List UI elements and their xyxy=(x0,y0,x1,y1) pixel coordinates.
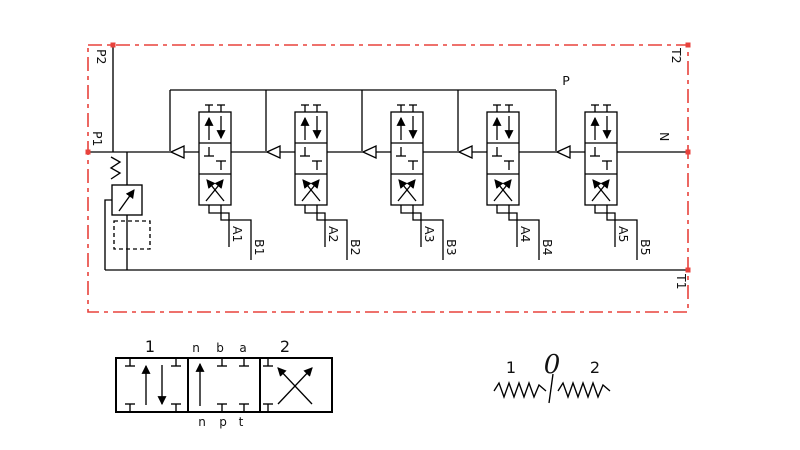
junction-marker-p1 xyxy=(85,149,91,155)
spring-right-icon xyxy=(557,380,611,400)
work-port-label-a2: A2 xyxy=(326,226,341,243)
spool-cell-neutral xyxy=(195,358,249,412)
spring-position-2-label: 2 xyxy=(590,358,600,377)
port-label-t2: T2 xyxy=(669,47,684,64)
work-port-label-b2: B2 xyxy=(348,239,363,256)
work-port-label-b1: B1 xyxy=(252,239,267,256)
spool-bottom-port-t-label: t xyxy=(239,415,244,429)
port-label-p: P xyxy=(562,73,570,88)
work-port-label-a1: A1 xyxy=(230,226,245,243)
spring-left-icon xyxy=(493,380,547,400)
port-label-p2: P2 xyxy=(94,49,109,65)
spring-position-1-label: 1 xyxy=(506,358,516,377)
work-port-label-b4: B4 xyxy=(540,239,555,256)
work-port-label-a5: A5 xyxy=(616,226,631,243)
port-label-n: N xyxy=(657,132,672,141)
spool-bottom-port-n-label: n xyxy=(198,415,206,429)
spring-neutral-label: 0 xyxy=(544,350,561,380)
junction-marker-t1 xyxy=(685,267,691,273)
port-label-t1: T1 xyxy=(674,273,689,290)
spool-top-port-b-label: b xyxy=(216,341,224,355)
spool-position-1-label: 1 xyxy=(145,337,155,356)
junction-markers xyxy=(85,42,691,273)
port-label-p1: P1 xyxy=(90,131,105,147)
spring-center-line xyxy=(548,373,554,404)
spool-position-2-label: 2 xyxy=(280,337,290,356)
spring-centering-legend: 1 0 2 xyxy=(493,350,611,404)
work-port-label-b3: B3 xyxy=(444,239,459,256)
spool-top-port-n-label: n xyxy=(192,341,200,355)
boundary-border xyxy=(87,44,689,313)
work-port-label-a3: A3 xyxy=(422,226,437,243)
spool-cell-2 xyxy=(263,358,313,412)
spool-position-legend: 1 n b a 2 n p t xyxy=(115,337,333,429)
work-port-label-a4: A4 xyxy=(518,226,533,243)
relief-valve-icon xyxy=(104,152,151,270)
junction-marker-p2 xyxy=(110,42,116,48)
spool-bottom-port-p-label: p xyxy=(219,415,227,429)
spool-cell-1 xyxy=(125,358,181,412)
work-port-labels: A1 B1 A2 B2 A3 B3 A4 B4 A5 B5 xyxy=(230,226,653,256)
spool-top-port-a-label: a xyxy=(239,341,246,355)
junction-marker-n xyxy=(685,149,691,155)
junction-marker-t2 xyxy=(685,42,691,48)
work-port-label-b5: B5 xyxy=(638,239,653,256)
